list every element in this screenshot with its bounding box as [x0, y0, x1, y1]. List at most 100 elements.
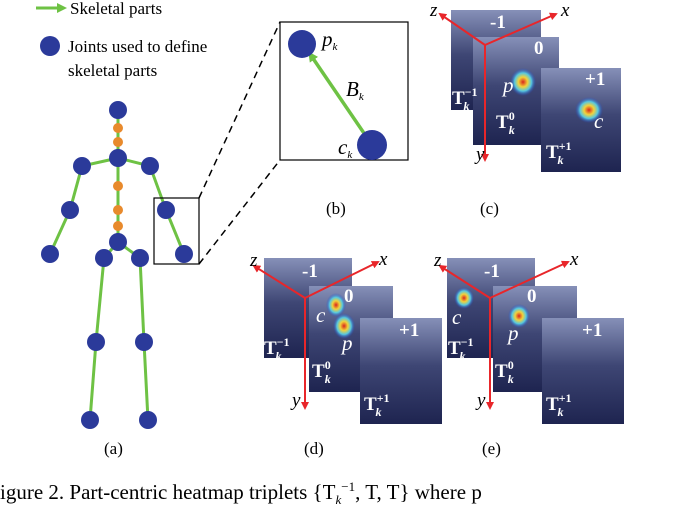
inset-b: pk Bk ck	[279, 21, 409, 161]
heatmap-p: p	[506, 321, 519, 345]
joint-pelvis	[109, 233, 127, 251]
inset-joint-p	[288, 30, 316, 58]
heatmap-c: c	[452, 305, 462, 329]
frame-zero-label: 0	[534, 38, 544, 59]
axis-z-label: z	[433, 250, 442, 271]
skeleton-mid-joints	[113, 123, 123, 231]
axis-z	[252, 264, 306, 299]
axis-x-label: x	[378, 249, 388, 270]
zoom-box	[153, 197, 200, 265]
panel-label-a: (a)	[104, 439, 123, 458]
axis-y-label: y	[475, 390, 486, 411]
panel-label-c: (c)	[480, 199, 499, 218]
joint-r-wrist	[175, 245, 193, 263]
heatmap-p: p	[340, 331, 353, 355]
frame-plus-label: +1	[582, 320, 602, 341]
legend-joints-line2: skeletal parts	[68, 61, 157, 80]
frame-minus-label: -1	[490, 12, 506, 33]
caption-sub: k	[335, 492, 342, 508]
inset-bone	[308, 51, 372, 143]
joint-r-ankle	[139, 411, 157, 429]
joint-l-shoulder	[73, 157, 91, 175]
frame-zero-label: 0	[527, 286, 537, 307]
joint-neck	[109, 149, 127, 167]
joint-r-elbow	[157, 201, 175, 219]
heatmap-blob	[575, 97, 603, 123]
axis-z-label: z	[429, 0, 438, 21]
mid-joint	[113, 205, 123, 215]
frame-zero-label: 0	[344, 286, 354, 307]
axis-z-label: z	[249, 250, 258, 271]
skeleton-joints	[41, 101, 193, 429]
caption-sup: −1	[341, 479, 356, 494]
left-arm-limb	[48, 156, 119, 255]
zoom-line-bottom	[198, 159, 281, 265]
figure-caption: igure 2. Part-centric heatmap triplets {…	[0, 472, 680, 507]
heatmap-blob	[510, 68, 536, 96]
joint-r-shoulder	[141, 157, 159, 175]
mid-joint	[113, 137, 123, 147]
axis-x	[484, 12, 558, 46]
heatmap-blob	[326, 293, 346, 317]
heatmap-blob	[333, 313, 355, 339]
mid-joint	[113, 221, 123, 231]
legend: Skeletal parts Joints used to define ske…	[36, 0, 207, 80]
joint-l-knee	[87, 333, 105, 351]
frame-plus	[542, 318, 624, 424]
caption-text: igure 2. Part-centric heatmap triplets {…	[0, 480, 336, 504]
right-leg-limb	[117, 240, 150, 421]
zoom-line-top	[198, 21, 281, 199]
caption-rest1: , T	[355, 480, 377, 504]
heatmap-blob	[454, 287, 474, 309]
left-leg-limb	[88, 241, 120, 421]
frame-minus-label: -1	[484, 261, 500, 282]
frame-plus-label: +1	[585, 69, 605, 90]
heatmap-blob	[508, 304, 530, 328]
joint-l-elbow	[61, 201, 79, 219]
legend-joints-line1: Joints used to define	[68, 37, 207, 56]
panel-label-d: (d)	[304, 439, 324, 458]
axis-z	[438, 12, 486, 46]
panel-label-e: (e)	[482, 439, 501, 458]
joint-head	[109, 101, 127, 119]
axis-x	[489, 260, 570, 299]
axis-x-label: x	[569, 249, 579, 270]
inset-p-label: pk	[320, 27, 339, 53]
joint-l-hip	[95, 249, 113, 267]
joint-r-hip	[131, 249, 149, 267]
axis-y-label: y	[290, 390, 301, 411]
axis-y-label: y	[474, 144, 485, 165]
legend-skeletal-parts: Skeletal parts	[70, 0, 162, 18]
caption-rest2: , T	[376, 480, 400, 504]
figure: Skeletal parts Joints used to define ske…	[36, 0, 624, 458]
joint-l-wrist	[41, 245, 59, 263]
frame-minus-label: -1	[302, 261, 318, 282]
joint-r-knee	[135, 333, 153, 351]
inset-b-label: Bk	[346, 77, 365, 103]
legend-joint-icon	[40, 36, 60, 56]
frame-plus-label: +1	[399, 320, 419, 341]
caption-rest3: } where p	[399, 480, 482, 504]
mid-joint	[113, 123, 123, 133]
joint-l-ankle	[81, 411, 99, 429]
mid-joint	[113, 181, 123, 191]
heatmap-c: c	[316, 303, 326, 327]
right-arm-limb	[117, 156, 186, 255]
inset-c-label: ck	[338, 135, 353, 161]
axis-z	[438, 264, 491, 299]
frame-plus	[360, 318, 442, 424]
axis-x	[304, 261, 380, 299]
panel-label-b: (b)	[326, 199, 346, 218]
